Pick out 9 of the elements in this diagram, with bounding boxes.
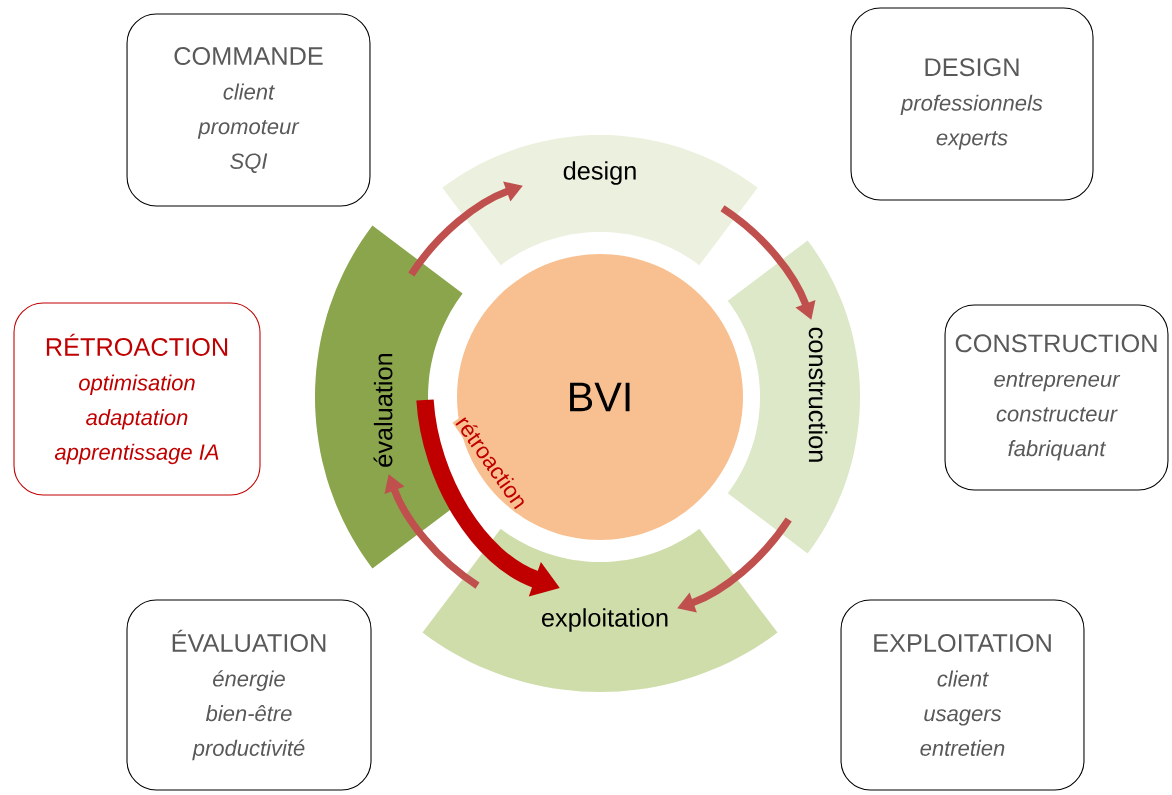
text-box: DESIGN professionnels experts	[850, 7, 1094, 201]
ring-segment: construction	[727, 240, 860, 554]
text-box: EXPLOITATION client usagers entretien	[840, 599, 1085, 791]
text-box: CONSTRUCTION entrepreneur constructeur fabriquant	[944, 304, 1169, 491]
ring-segment: exploitation	[422, 528, 778, 692]
text-box: RÉTROACTION optimisation adaptation apprentissage IA	[13, 302, 261, 496]
text-box: ÉVALUATION énergie bien-être productivité	[126, 599, 372, 791]
text-box: COMMANDE client promoteur SQI	[126, 13, 371, 207]
ring-segment: design	[442, 135, 758, 266]
